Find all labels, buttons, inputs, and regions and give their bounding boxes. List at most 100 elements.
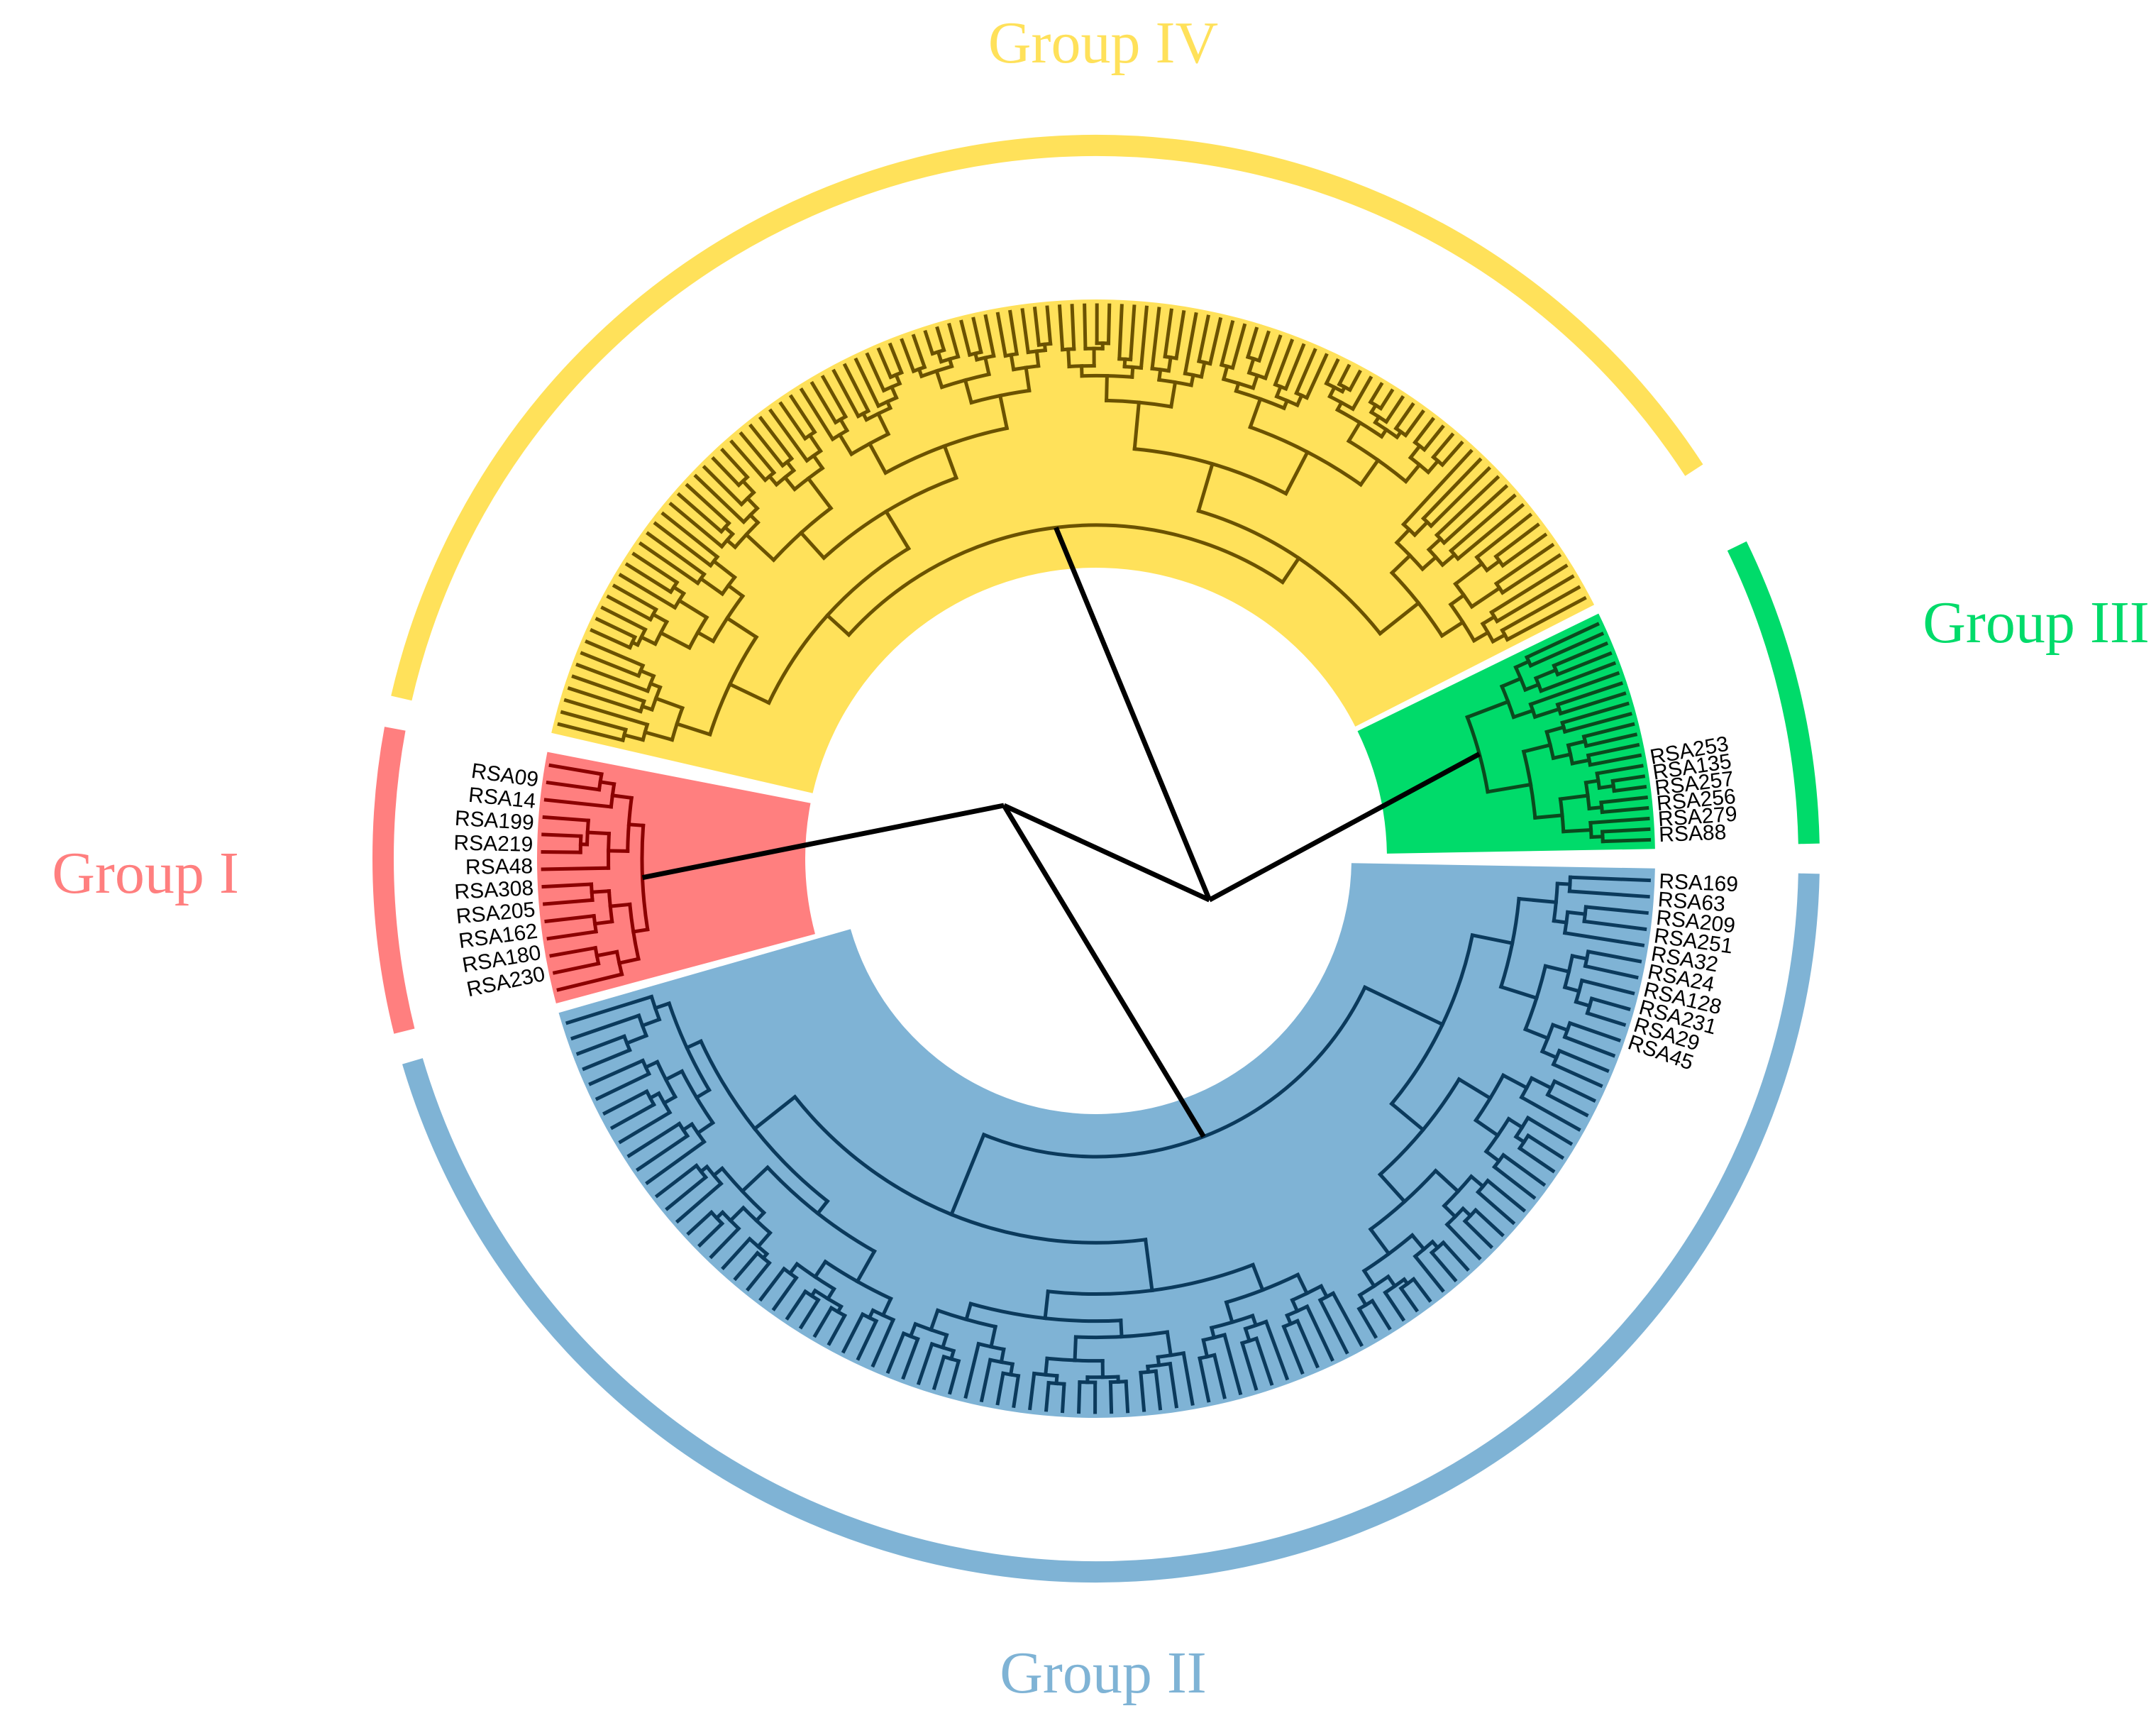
branch-edge — [1567, 889, 1650, 899]
branch-edge — [949, 1132, 987, 1217]
branch-edge — [1498, 984, 1539, 1001]
branch-edge — [1305, 1304, 1334, 1362]
branch-edge — [916, 1341, 934, 1386]
branch-edge — [745, 1260, 772, 1292]
branch-edge — [756, 1230, 773, 1250]
branch-edge — [876, 347, 893, 380]
branch-arc — [585, 818, 590, 847]
branch-arc — [592, 913, 598, 934]
branch-edge — [575, 1034, 627, 1056]
branch-edge — [1473, 1207, 1505, 1238]
branch-edge — [875, 411, 891, 436]
branch-edge — [758, 415, 795, 461]
group-label-iii: Group III — [1923, 590, 2150, 656]
branch-edge — [740, 478, 756, 495]
branch-edge — [739, 431, 777, 475]
branch-edge — [1493, 522, 1540, 559]
branch-edge — [1555, 681, 1624, 708]
branch-arc — [1377, 1077, 1462, 1177]
branch-edge — [621, 732, 646, 742]
branch-edge — [653, 695, 685, 710]
branch-edge — [1589, 996, 1631, 1011]
branch-edge — [900, 338, 916, 374]
branch-edge — [1139, 1370, 1146, 1412]
group-label-iv: Group IV — [988, 10, 1218, 76]
branch-edge — [602, 1089, 650, 1116]
branch-edge — [997, 393, 1010, 431]
branch-arc — [1368, 1168, 1439, 1232]
branch-edge — [1403, 409, 1425, 438]
branch-arc — [846, 523, 1286, 638]
branch-edge — [923, 329, 935, 356]
branch-arc — [707, 634, 759, 737]
branch-edge — [748, 423, 785, 468]
branch-edge — [1274, 384, 1283, 399]
branch-edge — [880, 1296, 893, 1318]
branch-edge — [1582, 919, 1647, 932]
branch-edge — [686, 1209, 714, 1236]
branch-edge — [1555, 881, 1572, 886]
branch-edge — [1377, 600, 1422, 637]
branch-edge — [1562, 1035, 1616, 1058]
branch-edge — [947, 1358, 961, 1395]
branch-edge — [727, 681, 772, 705]
branch-edge — [1012, 1373, 1021, 1409]
branch-edge — [1132, 400, 1141, 451]
branch-edge — [855, 1248, 877, 1284]
branch-edge — [1493, 542, 1555, 586]
branch-edge — [608, 902, 632, 908]
leaf-label: RSA48 — [465, 854, 534, 879]
branch-edge — [1128, 304, 1137, 362]
branch-edge — [1166, 355, 1173, 373]
branch-edge — [1439, 620, 1466, 639]
group-sector-i — [536, 752, 815, 1003]
branch-arc — [766, 546, 912, 705]
branch-edge — [565, 994, 654, 1025]
branch-edge — [1583, 964, 1639, 980]
branch-edge — [1394, 527, 1412, 546]
branch-edge — [959, 319, 972, 358]
branch-edge — [1440, 1240, 1470, 1272]
branch-edge — [745, 495, 760, 511]
branch-edge — [1469, 585, 1503, 610]
branch-edge — [1500, 1152, 1547, 1187]
tree-backbone — [641, 527, 1481, 1138]
ring-group-iv — [391, 134, 1703, 701]
branch-edge — [1290, 1297, 1300, 1314]
branch-edge — [883, 509, 912, 551]
branch-edge — [676, 598, 709, 620]
branch-edge — [1601, 837, 1652, 844]
branch-edge — [1295, 1272, 1310, 1296]
branch-edge — [671, 584, 687, 596]
branch-edge — [1560, 701, 1630, 725]
branch-arc — [770, 505, 834, 563]
branch-edge — [1425, 458, 1441, 475]
branch-edge — [1544, 725, 1566, 734]
branch-edge — [1066, 347, 1071, 369]
branch-edge — [668, 501, 724, 549]
branch-edge — [618, 573, 678, 610]
branch-edge — [711, 558, 738, 580]
branch-edge — [1117, 304, 1124, 361]
branch-edge — [1106, 303, 1112, 346]
branch-edge — [1318, 1283, 1329, 1299]
branch-edge — [815, 1199, 830, 1216]
backbone-iii — [1208, 752, 1481, 903]
branch-edge — [585, 830, 611, 836]
branch-edge — [837, 432, 854, 457]
branch-edge — [842, 363, 871, 414]
branch-edge — [1550, 1022, 1570, 1033]
branch-arc — [1498, 896, 1521, 989]
branch-edge — [1484, 558, 1503, 573]
branch-edge — [595, 617, 638, 640]
branch-edge — [1230, 323, 1247, 370]
branch-arc — [1150, 366, 1171, 373]
branch-arc — [1224, 1272, 1300, 1305]
branch-edge — [787, 1261, 800, 1276]
branch-edge — [1174, 309, 1186, 360]
branch-edge — [1034, 349, 1041, 368]
branch-arc — [1522, 964, 1548, 1032]
branch-edge — [1077, 1380, 1082, 1414]
branch-arc — [883, 426, 1010, 475]
branch-edge — [1558, 691, 1627, 716]
